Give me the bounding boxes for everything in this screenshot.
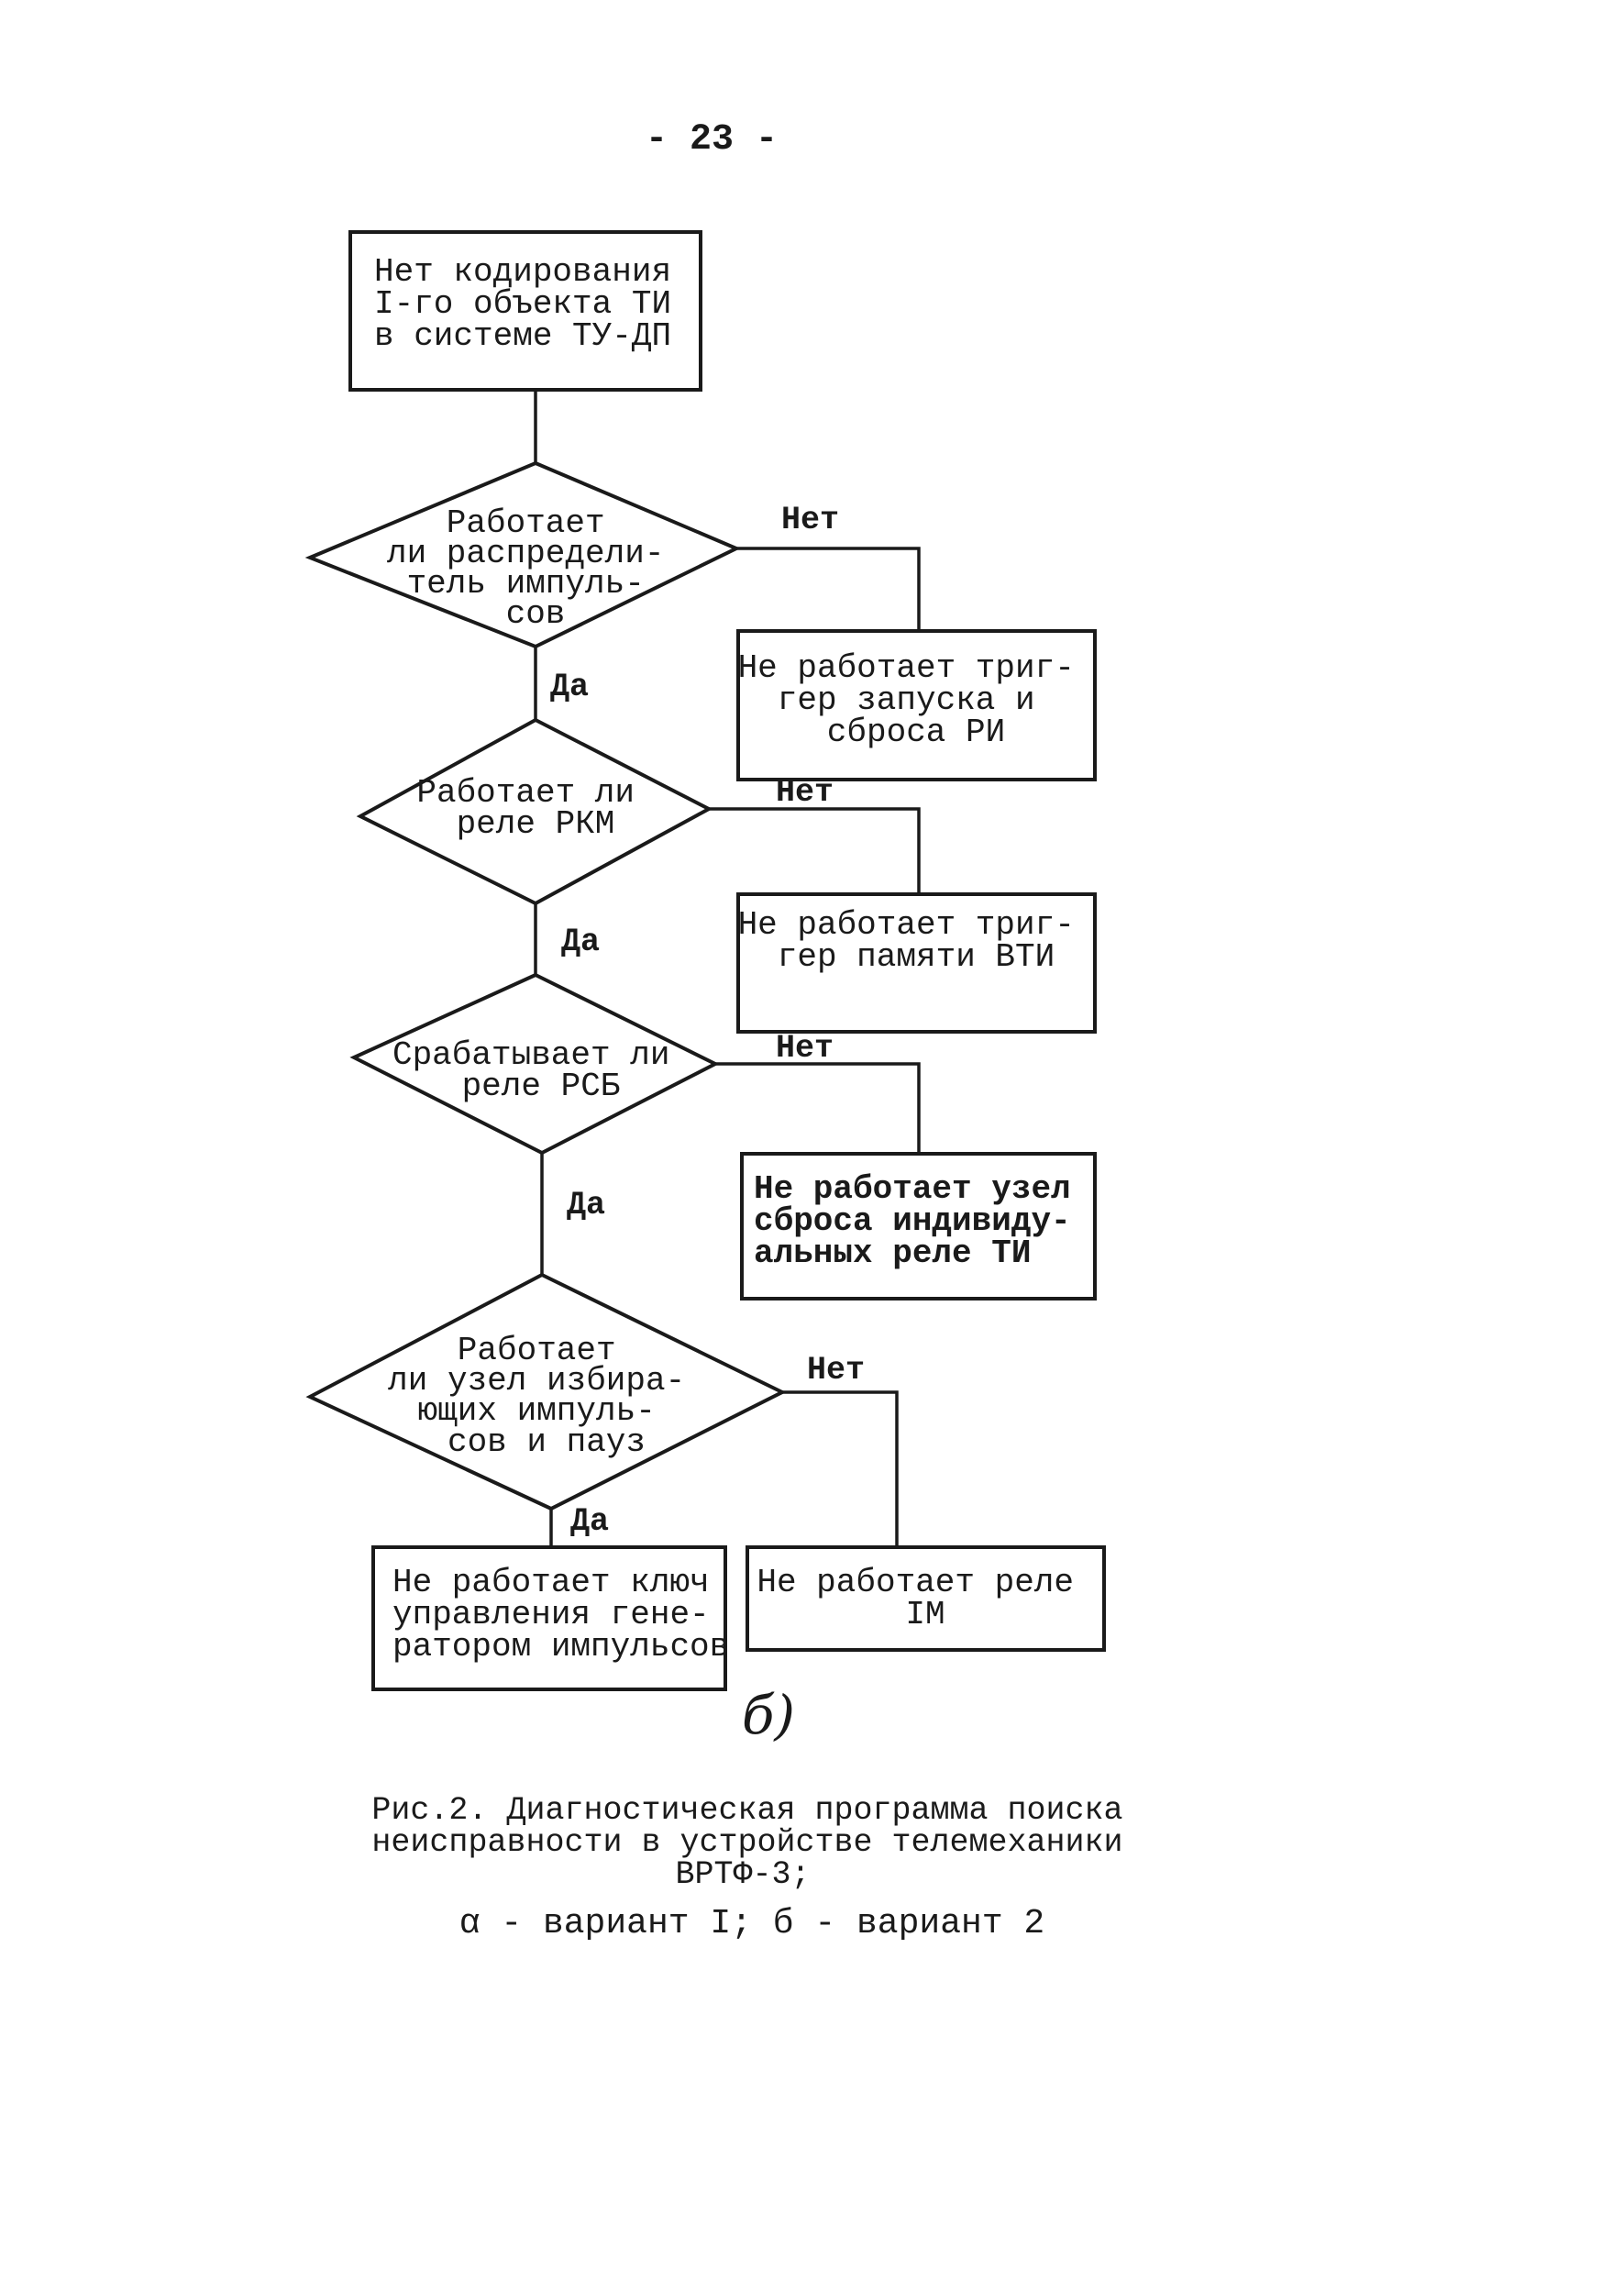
result-4-no-line-1: Не работает реле (757, 1564, 1074, 1601)
decision-1-line-3: тель импуль- (407, 565, 645, 603)
label-no-3: Нет (776, 1030, 834, 1067)
decision-3-diamond: Срабатывает ли реле РСБ (349, 972, 720, 1156)
svg-text:Не работает ключ управле: Не работает ключ управления гене- раторо… (392, 1564, 729, 1666)
decision-1-line-2: ли распредели- (387, 535, 664, 572)
result-2-box: Не работает триг- гер памяти ВТИ (736, 892, 1097, 1034)
svg-text:Нет кодирования I-го объ: Нет кодирования I-го объекта ТИ в систем… (374, 253, 691, 355)
page-number: - 23 - (646, 119, 778, 160)
svg-text:Не работает триг- гер за: Не работает триг- гер запуска и сброса Р… (738, 649, 1095, 751)
result-4-no-line-2: IM (905, 1596, 945, 1633)
svg-text:Работает ли реле РКМ: Работает ли реле РКМ (416, 774, 654, 843)
result-4-yes-line-2: управления гене- (392, 1596, 710, 1633)
result-1-line-1: Не работает триг- (738, 649, 1075, 687)
svg-text:Не работает триг- гер па: Не работает триг- гер памяти ВТИ (738, 906, 1095, 976)
decision-1-line-1: Работает (447, 504, 605, 542)
decision-3-line-1: Срабатывает ли (392, 1036, 669, 1074)
label-yes-1: Да (550, 669, 589, 705)
label-yes-4: Да (570, 1503, 609, 1540)
svg-text:Работает ли узел избира-: Работает ли узел избира- ющих импуль- со… (388, 1332, 705, 1461)
label-no-4: Нет (807, 1352, 865, 1389)
connector-decision1-result1 (736, 547, 921, 631)
decision-4-line-1: Работает (458, 1332, 616, 1369)
result-1-box: Не работает триг- гер запуска и сброса Р… (736, 629, 1097, 781)
result-4-yes-line-1: Не работает ключ (392, 1564, 710, 1601)
decision-4-line-2: ли узел избира- (388, 1362, 685, 1400)
decision-4-line-4: сов и пауз (447, 1423, 646, 1461)
start-line-3: в системе ТУ-ДП (374, 317, 671, 355)
connector-decision4-result4-no (782, 1390, 899, 1547)
figure-letter: б) (742, 1684, 795, 1746)
connector-decision3-result3 (715, 1062, 921, 1154)
decision-3-line-2: реле РСБ (462, 1068, 621, 1105)
svg-text:Не работает узел сброса: Не работает узел сброса индивиду- альных… (754, 1170, 1090, 1272)
result-1-line-2: гер запуска и (778, 681, 1035, 719)
result-4-no-box: Не работает реле IM (746, 1545, 1106, 1652)
result-4-yes-line-3: ратором импульсов (392, 1628, 729, 1666)
decision-1-line-4: сов (506, 595, 566, 633)
figure-caption: Рис.2. Диагностическая программа поиска … (371, 1792, 1122, 1943)
svg-text:Срабатывает ли реле РСБ: Срабатывает ли реле РСБ (392, 1036, 690, 1105)
start-box: Нет кодирования I-го объекта ТИ в систем… (348, 230, 702, 392)
decision-1-diamond: Работает ли распредели- тель импуль- сов (304, 460, 741, 649)
decision-2-line-2: реле РКМ (457, 805, 615, 843)
result-3-box: Не работает узел сброса индивиду- альных… (740, 1152, 1097, 1300)
label-yes-2: Да (561, 924, 600, 960)
caption-line-2: неисправности в устройстве телемеханики (371, 1824, 1122, 1861)
result-4-yes-box: Не работает ключ управления гене- раторо… (371, 1545, 729, 1691)
result-2-line-1: Не работает триг- (738, 906, 1075, 944)
result-3-line-2: сброса индивиду- (754, 1202, 1071, 1240)
caption-variants: α - вариант I; б - вариант 2 (459, 1904, 1045, 1943)
result-1-line-3: сброса РИ (827, 714, 1005, 751)
start-line-1: Нет кодирования (374, 253, 671, 291)
label-no-2: Нет (776, 774, 834, 811)
start-line-2: I-го объекта ТИ (374, 285, 671, 323)
decision-4-line-3: ющих импуль- (418, 1392, 656, 1430)
caption-line-1: Рис.2. Диагностическая программа поиска (371, 1792, 1122, 1829)
svg-text:Не работает реле IM: Не работает реле IM (757, 1564, 1093, 1633)
label-no-1: Нет (781, 502, 839, 538)
caption-line-3: ВРТФ-3; (675, 1856, 810, 1893)
connectors (534, 390, 921, 1547)
connector-decision2-result2 (709, 807, 921, 894)
result-3-line-1: Не работает узел (754, 1170, 1071, 1208)
decision-2-diamond: Работает ли реле РКМ (356, 717, 713, 906)
decision-2-line-1: Работает ли (416, 774, 635, 812)
svg-text:Работает ли распредели-: Работает ли распредели- тель импуль- сов (387, 504, 684, 633)
result-3-line-3: альных реле ТИ (754, 1234, 1031, 1272)
decision-4-diamond: Работает ли узел избира- ющих импуль- со… (305, 1272, 787, 1511)
label-yes-3: Да (567, 1187, 605, 1223)
result-2-line-2: гер памяти ВТИ (778, 938, 1055, 976)
